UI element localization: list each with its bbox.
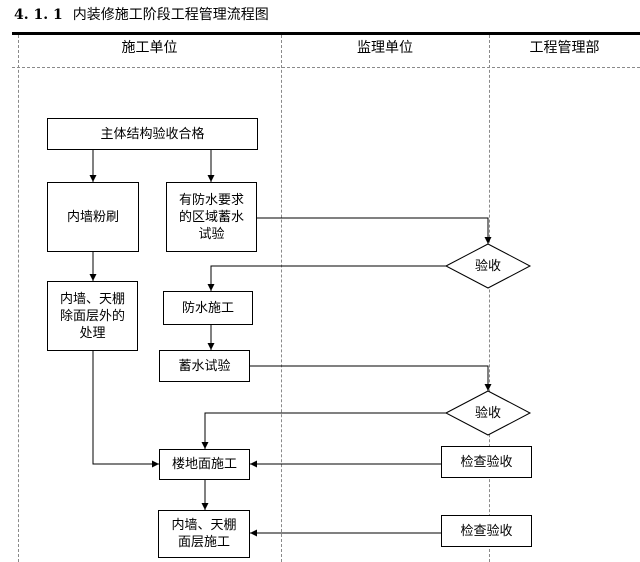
section-number: 4. 1. 1 — [14, 7, 63, 23]
inspection-acceptance-box-1: 检查验收 — [441, 446, 532, 478]
section-title: 4. 1. 1 内装修施工阶段工程管理流程图 — [14, 6, 269, 24]
arrow-ceiling-to-floor — [92, 351, 159, 468]
arrow-acceptance-to-waterproof — [207, 265, 446, 291]
acceptance-label-1: 验收 — [474, 259, 501, 274]
wall-ceiling-pre-finish-box: 内墙、天棚 除面层外的 处理 — [47, 281, 138, 351]
lane-header-engineering-dept: 工程管理部 — [529, 40, 600, 56]
waterproof-construction-box: 防水施工 — [163, 291, 253, 325]
inspection-acceptance-box-2: 检查验收 — [441, 515, 532, 547]
lane-header-construction-unit: 施工单位 — [121, 40, 178, 56]
header-rule — [12, 67, 640, 68]
arrow-acceptance-to-floor — [201, 412, 446, 449]
top-rule — [12, 32, 640, 35]
arrow-water-test-to-acceptance — [257, 217, 492, 244]
wall-ceiling-finish-box: 内墙、天棚 面层施工 — [158, 510, 250, 558]
arrow-storage-test-to-acceptance — [250, 365, 492, 391]
floor-construction-box: 楼地面施工 — [159, 449, 250, 480]
water-storage-test-box: 蓄水试验 — [159, 350, 250, 382]
acceptance-diamond-2 — [444, 390, 532, 436]
interior-wall-plaster-box: 内墙粉刷 — [47, 182, 139, 252]
section-title-text: 内装修施工阶段工程管理流程图 — [72, 7, 269, 23]
lane-divider-left — [18, 35, 19, 562]
acceptance-label-2: 验收 — [474, 406, 501, 421]
waterproof-area-water-test-box: 有防水要求 的区域蓄水 试验 — [166, 182, 257, 252]
acceptance-diamond-1 — [444, 243, 532, 289]
lane-header-supervision-unit: 监理单位 — [357, 40, 413, 56]
main-structure-acceptance-box: 主体结构验收合格 — [47, 118, 258, 150]
lane-divider-2 — [489, 35, 490, 562]
lane-divider-1 — [281, 35, 282, 562]
